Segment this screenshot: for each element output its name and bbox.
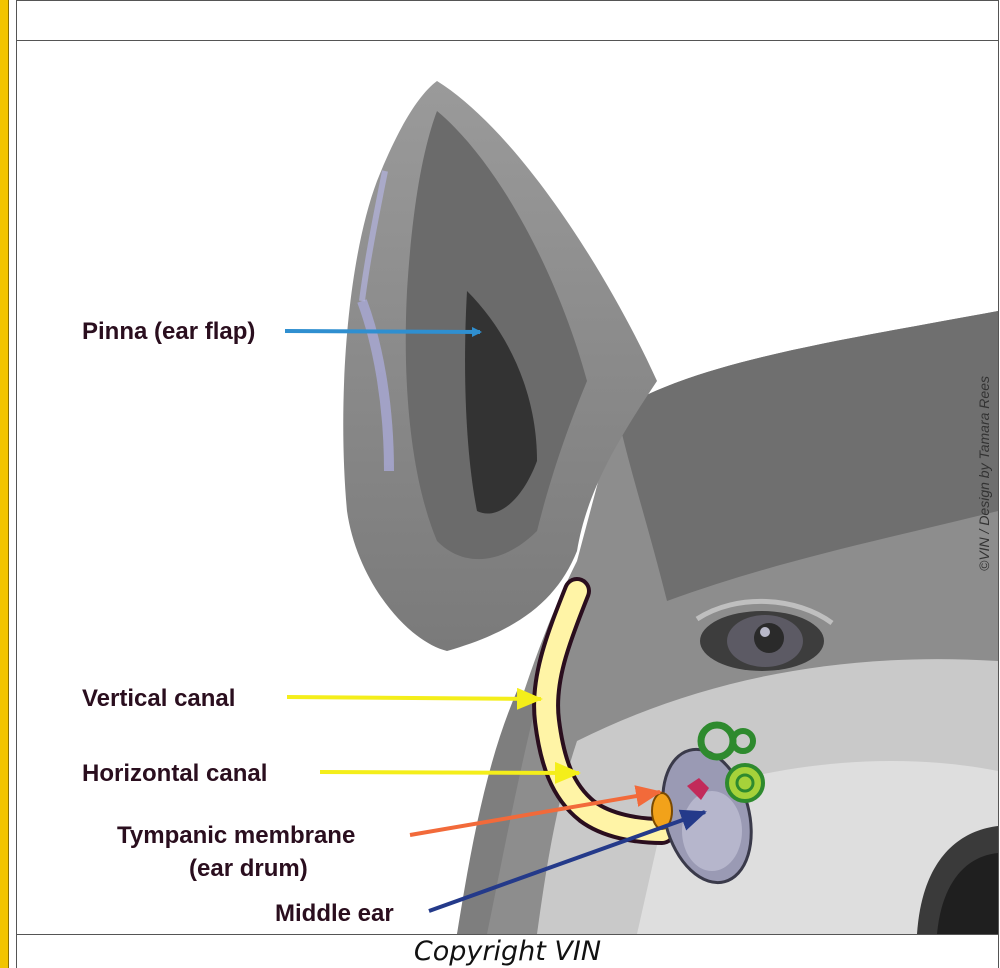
label-ear-drum: (ear drum) — [189, 855, 308, 882]
label-tympanic-membrane: Tympanic membrane — [117, 822, 355, 849]
accent-stripe — [0, 0, 9, 968]
pinna-arrow — [285, 331, 480, 332]
copyright-caption: Copyright VIN — [16, 936, 999, 968]
label-horizontal-canal: Horizontal canal — [82, 760, 267, 787]
header-cell — [16, 0, 999, 41]
label-vertical-canal: Vertical canal — [82, 685, 235, 712]
horizontal-canal-arrow — [320, 772, 579, 773]
label-middle-ear: Middle ear — [275, 900, 394, 927]
footer-divider — [16, 934, 999, 935]
vertical-canal-arrow — [287, 697, 541, 699]
illustration-credit: ©VIN / Design by Tamara Rees — [976, 376, 992, 571]
ear-anatomy-figure: ©VIN / Design by Tamara Rees Pinna (ear … — [17, 41, 998, 934]
label-pinna: Pinna (ear flap) — [82, 318, 255, 345]
